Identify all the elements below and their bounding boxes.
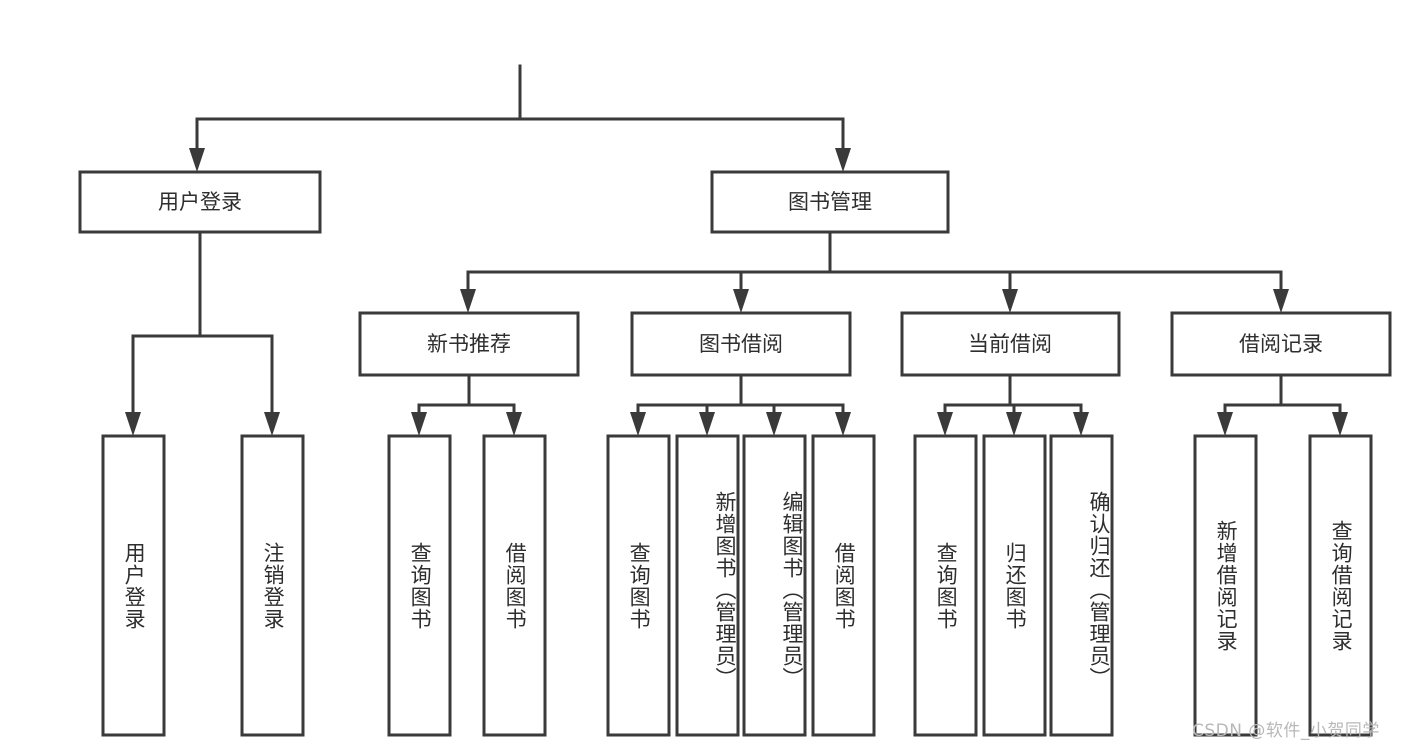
arrow-icon	[699, 412, 715, 436]
node-borrow-record[interactable]: 借阅记录	[1170, 311, 1392, 377]
leaf-box-add-book[interactable]	[675, 434, 740, 737]
arrow-icon	[506, 412, 522, 436]
leaf-box-add-borrow-record[interactable]	[1193, 434, 1258, 737]
node-box[interactable]	[78, 170, 322, 234]
node-book-management[interactable]: 图书管理	[710, 170, 950, 234]
arrow-icon	[460, 289, 476, 313]
node-box[interactable]	[358, 311, 580, 377]
connector-bookborrow-to-leaves	[630, 373, 851, 436]
leaf-box-user-login[interactable]	[101, 434, 166, 737]
leaf-box-borrow-book-1[interactable]	[482, 434, 547, 737]
leaf-box-query-book-3[interactable]	[913, 434, 978, 737]
arrow-icon	[189, 148, 205, 172]
arrow-icon	[630, 412, 646, 436]
node-label: 当前借阅	[968, 332, 1052, 356]
node-label: 新书推荐	[427, 332, 511, 356]
leaf-box-query-borrow-record[interactable]	[1308, 434, 1373, 737]
arrow-icon	[1073, 412, 1089, 436]
node-box[interactable]	[1170, 311, 1392, 377]
leaf-box-query-book-2[interactable]	[606, 434, 671, 737]
leaf-box-query-book-1[interactable]	[387, 434, 452, 737]
connector-currentborrow-to-leaves	[937, 373, 1089, 436]
connector-newbook-to-leaves	[411, 373, 522, 436]
arrow-icon	[1002, 289, 1018, 313]
arrow-icon	[835, 148, 851, 172]
leaf-box-logout[interactable]	[240, 434, 305, 737]
node-label: 用户登录	[158, 190, 242, 214]
node-label: 借阅记录	[1239, 332, 1323, 356]
node-box[interactable]	[900, 311, 1121, 377]
arrow-icon	[937, 412, 953, 436]
node-label: 图书借阅	[699, 332, 783, 356]
node-box[interactable]	[630, 311, 852, 377]
arrow-icon	[1006, 412, 1022, 436]
arrow-icon	[411, 412, 427, 436]
arrow-icon	[1332, 412, 1348, 436]
leaf-box-borrow-book-2[interactable]	[811, 434, 876, 737]
connector-bookmgmt-to-level2	[460, 230, 1289, 313]
node-new-book-recommend[interactable]: 新书推荐	[358, 311, 580, 377]
connector-borrowrecord-to-leaves	[1217, 373, 1348, 436]
node-user-login[interactable]: 用户登录	[78, 170, 322, 234]
csdn-watermark: CSDN @软件_小贺同学	[1192, 721, 1380, 741]
leaf-box-edit-book[interactable]	[742, 434, 807, 737]
connector-userlogin-to-leaves	[125, 230, 280, 436]
arrow-icon	[835, 412, 851, 436]
arrow-icon	[733, 289, 749, 313]
leaf-box-confirm-return[interactable]	[1049, 434, 1114, 737]
node-current-borrow[interactable]: 当前借阅	[900, 311, 1121, 377]
arrow-icon	[125, 412, 141, 436]
connector-root-to-level1	[189, 64, 851, 172]
node-book-borrow[interactable]: 图书借阅	[630, 311, 852, 377]
node-label: 图书管理	[788, 190, 872, 214]
arrow-icon	[264, 412, 280, 436]
leaf-box-return-book[interactable]	[982, 434, 1047, 737]
arrow-icon	[1273, 289, 1289, 313]
arrow-icon	[1217, 412, 1233, 436]
arrow-icon	[766, 412, 782, 436]
